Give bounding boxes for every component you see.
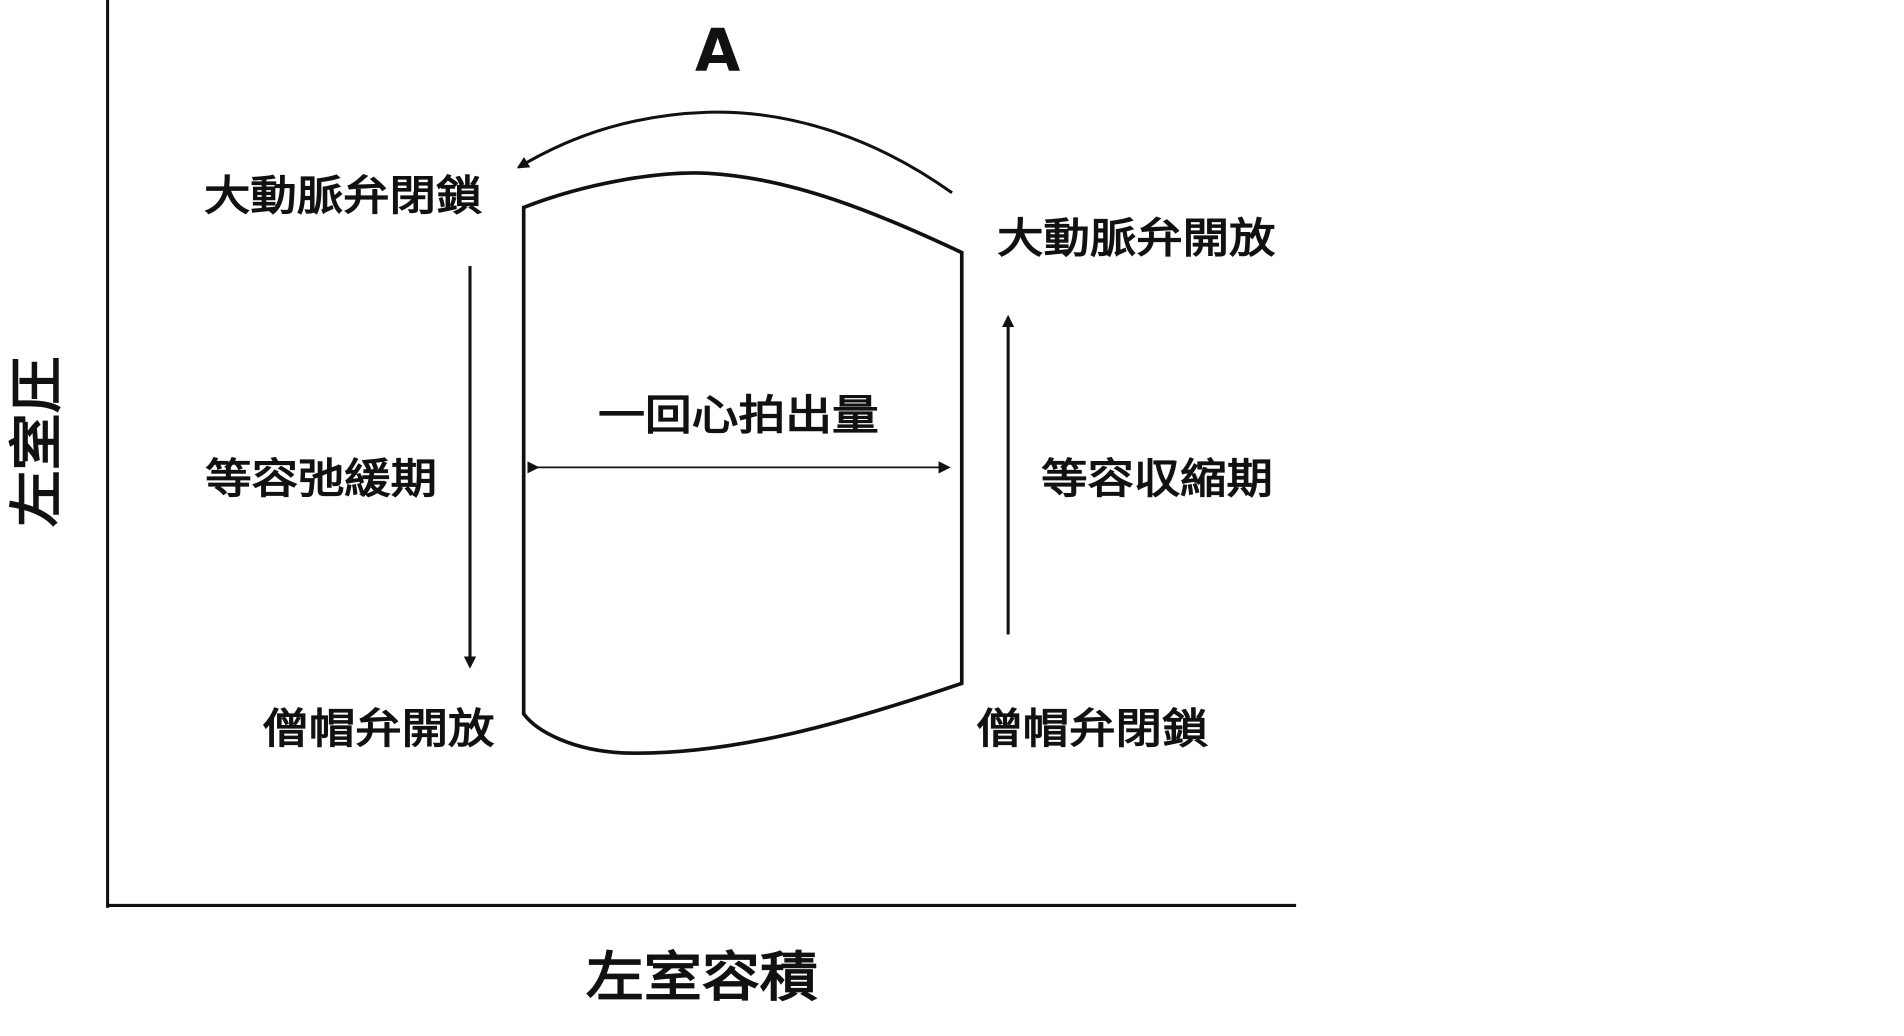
ejection-arrow: [516, 110, 953, 195]
label-aortic-valve-close: 大動脈弁閉鎖: [204, 171, 483, 220]
label-mitral-valve-open: 僧帽弁開放: [263, 704, 495, 753]
pv-loop: [521, 171, 964, 755]
label-isovolumic-relaxation: 等容弛緩期: [205, 454, 437, 503]
panel-label: A: [695, 17, 741, 85]
label-mitral-valve-close: 僧帽弁閉鎖: [976, 704, 1208, 753]
label-isovolumic-contraction: 等容収縮期: [1041, 454, 1273, 503]
x-axis-label: 左室容積: [586, 946, 818, 1009]
label-aortic-valve-open: 大動脈弁開放: [997, 214, 1276, 263]
y-axis-label: 左室圧: [5, 356, 68, 527]
label-stroke-volume: 一回心拍出量: [598, 391, 879, 440]
